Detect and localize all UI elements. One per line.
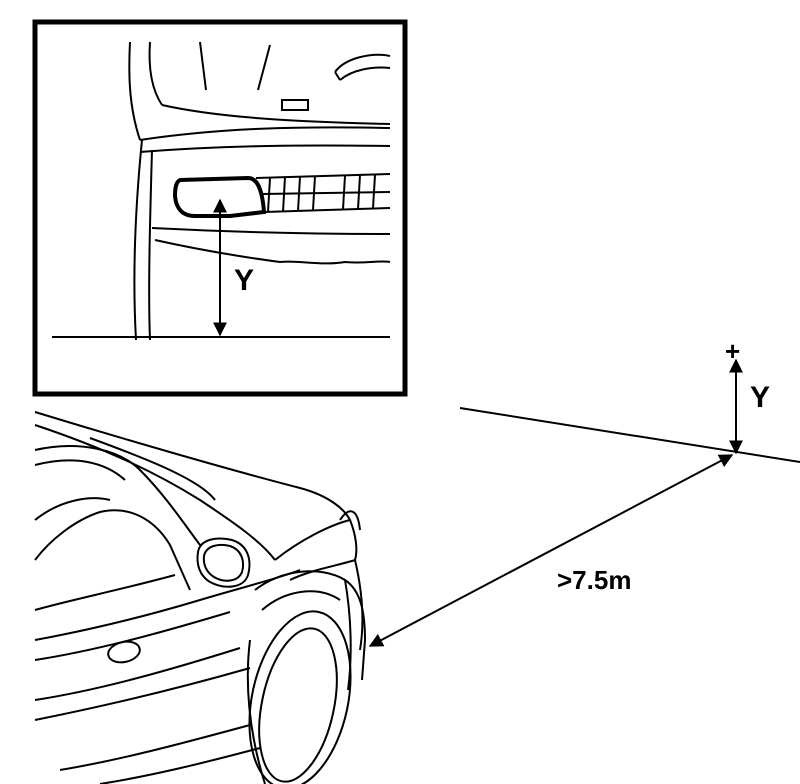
aiming-scene: + Y >7.5m bbox=[368, 336, 800, 647]
aim-point-mark: + bbox=[725, 336, 740, 366]
inset-height-label: Y bbox=[234, 264, 254, 297]
distance-label: >7.5m bbox=[557, 565, 631, 595]
distance-arrow bbox=[368, 454, 734, 647]
scene-height-label: Y bbox=[750, 381, 770, 414]
inset-bumper-drawing bbox=[52, 41, 391, 341]
inset-detail: Y bbox=[32, 19, 408, 397]
vehicle-drawing bbox=[34, 411, 367, 784]
screen-horizon-line bbox=[459, 407, 800, 463]
